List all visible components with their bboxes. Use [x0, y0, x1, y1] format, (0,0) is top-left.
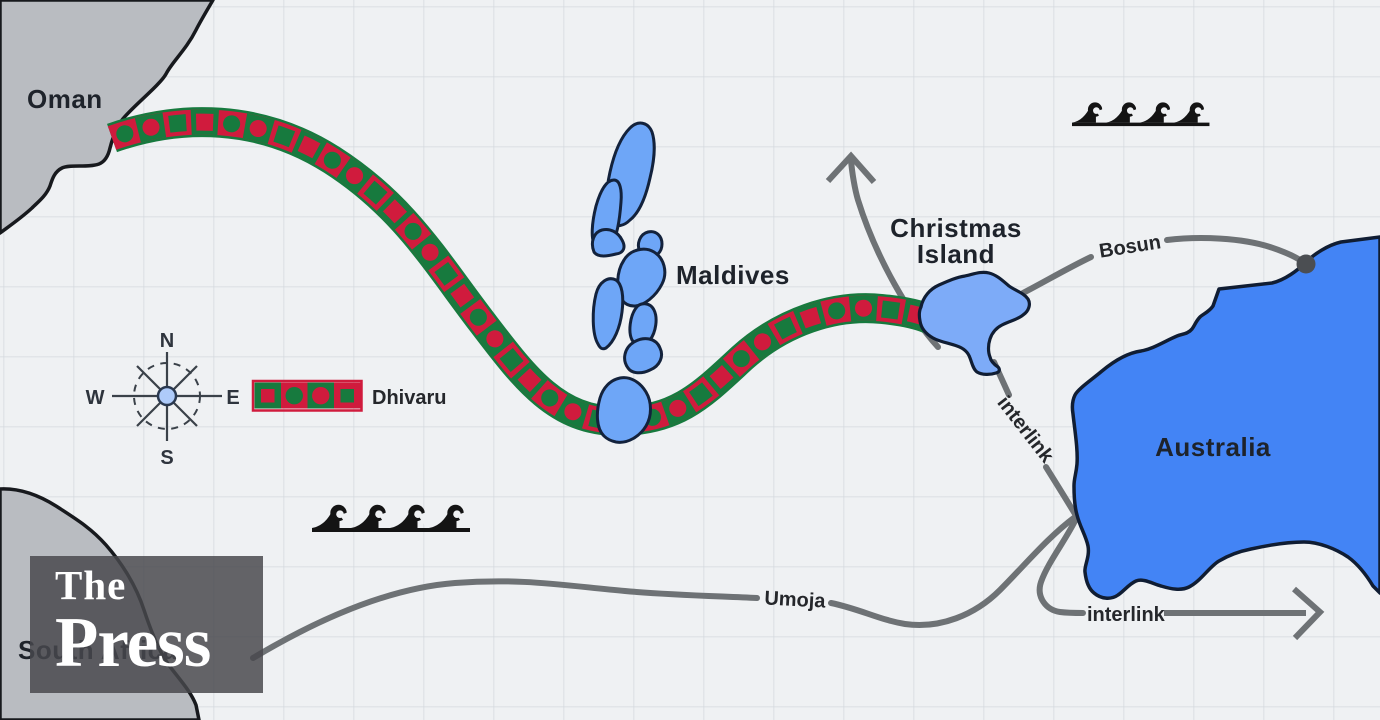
- cable-interlink-south: [1036, 514, 1306, 616]
- wave-icon: [312, 504, 470, 532]
- compass-east-label: E: [226, 387, 239, 409]
- compass-north-label: N: [160, 330, 174, 352]
- christmas-island-label-line2: Island: [917, 239, 995, 269]
- cable-bosun: [1020, 235, 1307, 296]
- press-logo: The Press: [30, 556, 263, 693]
- press-logo-line2: Press: [55, 604, 211, 682]
- interlink-south-cable-label: interlink: [1087, 604, 1166, 626]
- compass-south-label: S: [160, 447, 173, 469]
- cable-dhivaru: [112, 122, 929, 421]
- wave-icon: [1072, 102, 1210, 127]
- oman-landmass: [0, 0, 215, 235]
- interlink-diagonal-cable-label: interlink: [993, 392, 1059, 468]
- legend-dhivaru-label: Dhivaru: [372, 387, 446, 409]
- umoja-cable-label: Umoja: [764, 587, 827, 612]
- maldives-islands: [590, 121, 667, 444]
- compass-west-label: W: [86, 387, 105, 409]
- australia-label: Australia: [1155, 432, 1271, 462]
- landing-point-dot: [1296, 254, 1316, 274]
- maldives-label: Maldives: [676, 260, 790, 290]
- australia-landmass: [1070, 235, 1380, 600]
- east-arrow-icon: [1292, 586, 1325, 641]
- compass-center-dot: [156, 385, 178, 407]
- oman-label: Oman: [27, 84, 103, 114]
- christmas-island-landmass: [917, 270, 1031, 376]
- dhivaru-legend: Dhivaru: [251, 379, 446, 412]
- cable-umoja: [250, 514, 1078, 661]
- christmas-island-label-line1: Christmas: [890, 213, 1022, 243]
- compass-rose-icon: N S W E: [86, 330, 240, 469]
- press-logo-line1: The: [55, 562, 127, 608]
- bosun-cable-label: Bosun: [1098, 231, 1163, 262]
- legend-swatch-border: [251, 379, 363, 412]
